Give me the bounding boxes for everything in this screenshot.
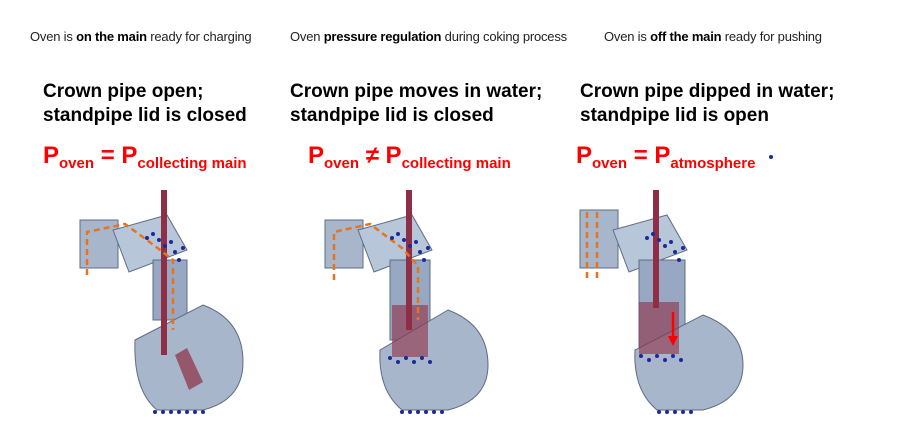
crown-pipe <box>653 190 659 308</box>
oven-illustration-charging <box>79 190 244 414</box>
collecting-main <box>79 219 119 269</box>
heading: Crown pipe open; standpipe lid is closed <box>43 80 247 128</box>
water-dots <box>145 232 205 414</box>
caption: Oven pressure regulation during coking p… <box>290 29 567 44</box>
heading: Crown pipe moves in water; standpipe lid… <box>290 80 542 128</box>
pressure-formula: Poven = Pcollecting main <box>43 142 247 172</box>
heading: Crown pipe dipped in water; standpipe li… <box>580 80 834 128</box>
crown-pipe <box>406 190 412 330</box>
gas-flow-arrow <box>332 222 420 320</box>
gas-flow-arrow <box>85 222 175 330</box>
push-arrow-head <box>668 336 678 346</box>
panel-pushing: Oven is off the main ready for pushing C… <box>576 0 900 443</box>
heading-line-1: Crown pipe dipped in water; <box>580 81 835 102</box>
heading-line-2: standpipe lid is open <box>580 105 769 126</box>
crown-pipe-sleeve <box>392 305 428 357</box>
water-dots <box>388 232 444 414</box>
collecting-main <box>579 209 619 269</box>
heading-line-1: Crown pipe open; <box>43 81 204 102</box>
water-dots <box>639 232 693 414</box>
panel-charging: Oven is on the main ready for charging C… <box>0 0 290 443</box>
oven-illustration-pushing <box>579 190 744 414</box>
caption: Oven is on the main ready for charging <box>30 29 252 44</box>
dot-marker <box>769 154 774 159</box>
oven-illustration-regulation <box>324 190 489 414</box>
gooseneck-pipe <box>612 214 688 273</box>
heading-line-2: standpipe lid is closed <box>290 105 494 126</box>
heading-line-2: standpipe lid is closed <box>43 105 247 126</box>
pressure-formula: Poven = Patmosphere <box>576 142 774 172</box>
panel-regulation: Oven pressure regulation during coking p… <box>290 0 590 443</box>
heading-line-1: Crown pipe moves in water; <box>290 81 543 102</box>
crown-pipe-flap <box>175 348 203 390</box>
crown-pipe <box>161 190 167 355</box>
standpipe <box>152 259 188 321</box>
pressure-formula: Poven ≠ Pcollecting main <box>308 142 511 172</box>
caption: Oven is off the main ready for pushing <box>604 29 822 44</box>
